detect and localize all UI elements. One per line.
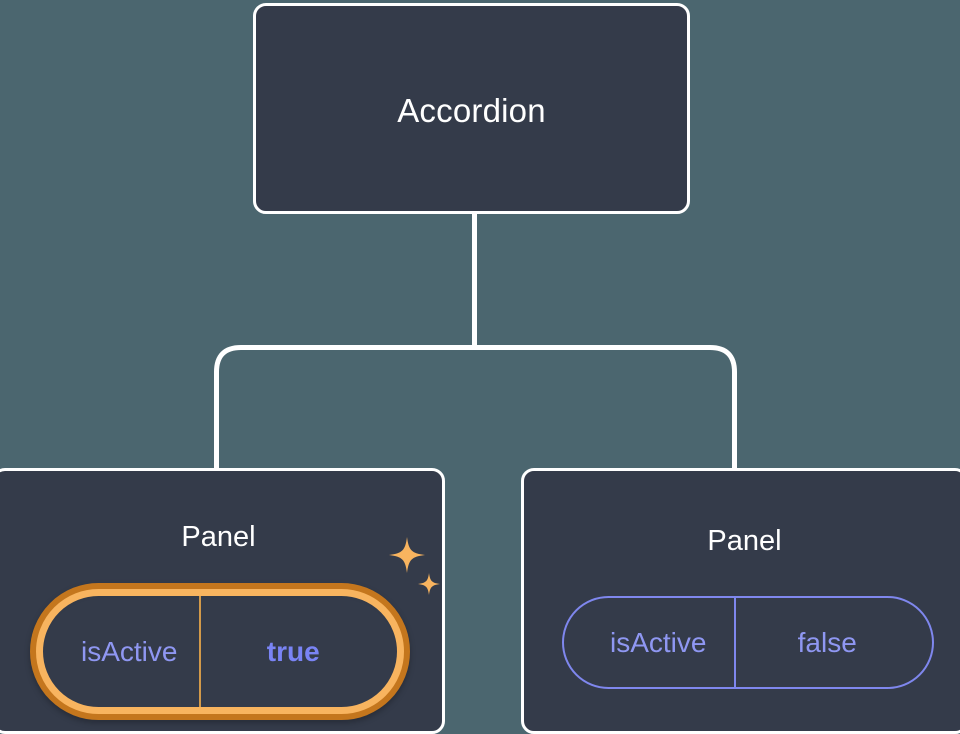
node-panel-inactive-title: Panel — [707, 525, 782, 557]
node-panel-active-title: Panel — [181, 521, 256, 553]
prop-key-isactive: isActive — [81, 635, 178, 667]
node-panel-active[interactable]: Panel isActive true — [0, 468, 445, 734]
prop-pill-inactive[interactable]: isActive false — [562, 596, 934, 689]
node-accordion[interactable]: Accordion — [253, 3, 690, 214]
prop-pill-active[interactable]: isActive true — [30, 583, 410, 720]
prop-value-false: false — [734, 598, 932, 687]
node-accordion-title: Accordion — [397, 92, 546, 129]
prop-pill-active-inner-ring: isActive true — [36, 589, 404, 714]
prop-pill-active-outer-ring — [30, 583, 410, 720]
prop-value-true: true — [199, 596, 397, 707]
prop-key-isactive: isActive — [610, 626, 707, 658]
connector-branch — [214, 345, 737, 470]
node-panel-inactive[interactable]: Panel isActive false — [521, 468, 960, 734]
